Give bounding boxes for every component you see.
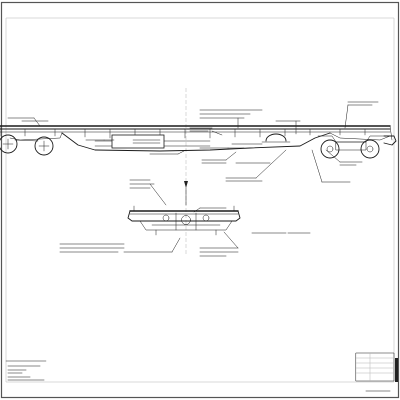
coupler: [383, 135, 397, 146]
stake-pockets: [24, 128, 366, 139]
revision-table: [355, 352, 398, 382]
title-block: [5, 360, 47, 381]
leader-lines: [33, 104, 349, 253]
car-deck: [0, 125, 393, 141]
reporting-marks-panel: [111, 134, 165, 149]
side-elevation: [0, 125, 397, 159]
section-view: [127, 181, 241, 236]
left-truck: [0, 134, 54, 156]
illegible-annotations: [7, 101, 379, 257]
air-reservoir: [261, 133, 291, 143]
right-truck: [317, 135, 385, 159]
